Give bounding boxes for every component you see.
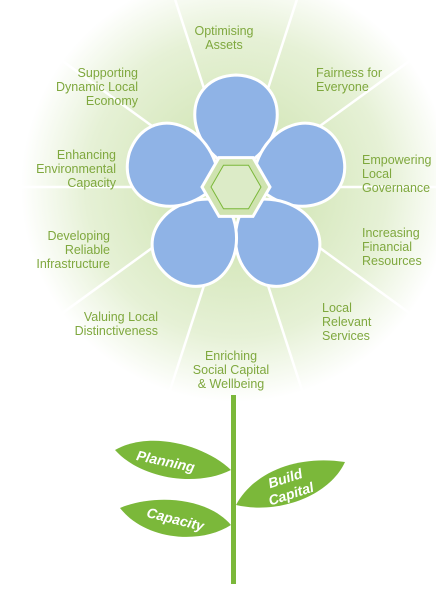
leaf-capacity xyxy=(120,499,231,537)
petal-label: Optimising Assets xyxy=(194,24,254,52)
petal-label: Enhancing Environmental Capacity xyxy=(36,148,116,190)
petal-label: Supporting Dynamic Local Economy xyxy=(56,66,138,108)
petals xyxy=(125,73,347,288)
stem xyxy=(231,395,236,584)
petal-label: Increasing Financial Resources xyxy=(362,226,422,268)
petal-label: Empowering Local Governance xyxy=(362,153,432,195)
leaf-planning xyxy=(115,440,231,480)
leaf-build-capital xyxy=(236,460,345,508)
center-hexagon-inner xyxy=(210,164,262,210)
petal-label: Enriching Social Capital & Wellbeing xyxy=(192,349,270,391)
petal xyxy=(125,121,221,208)
petal-label: Local Relevant Services xyxy=(322,301,372,343)
petal-label: Fairness for Everyone xyxy=(316,66,382,94)
stem-group: Planning Capacity Build Capital xyxy=(115,395,345,584)
petal-label: Developing Reliable Infrastructure xyxy=(36,229,110,271)
petal-label: Valuing Local Distinctiveness xyxy=(74,310,158,338)
